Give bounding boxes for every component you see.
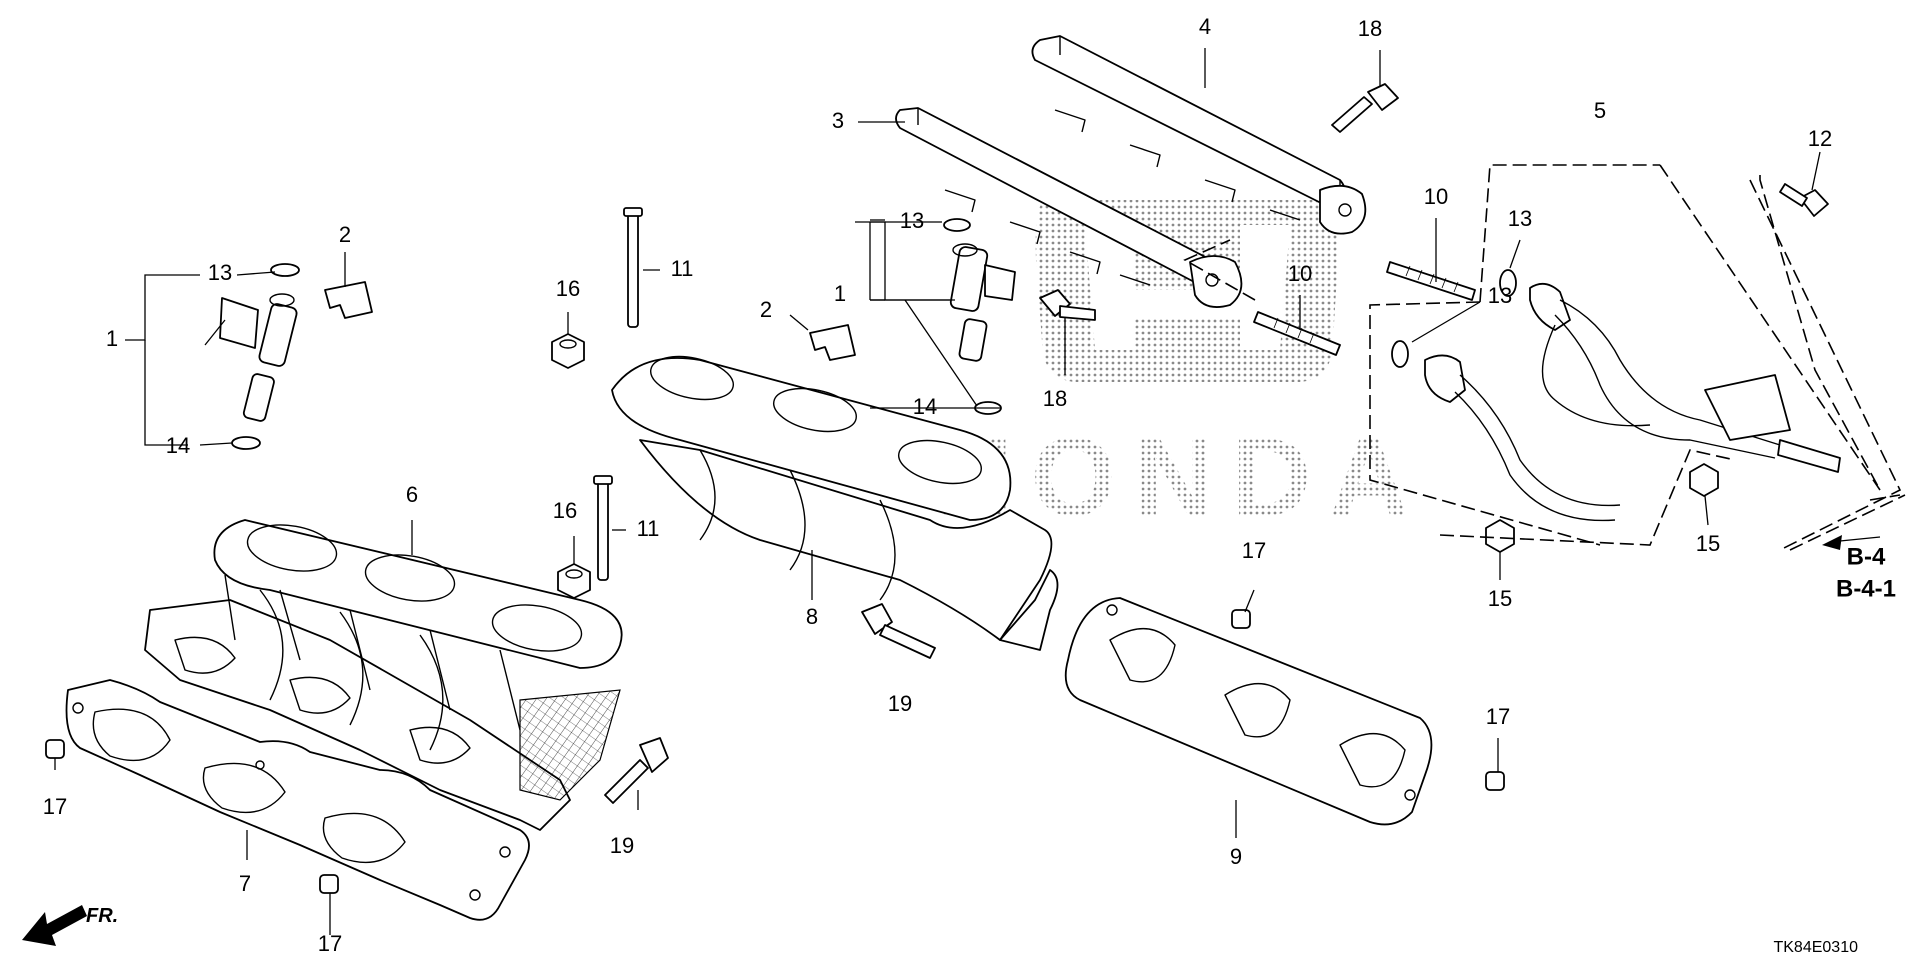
callout-2a: 2	[339, 222, 351, 247]
dowel-17c	[1232, 610, 1250, 628]
leader-lines	[54, 48, 1821, 935]
callout-16b: 16	[553, 498, 577, 523]
diagram-code: TK84E0310	[1773, 939, 1858, 956]
seal-ring-center-13	[944, 219, 970, 231]
callout-5: 5	[1594, 98, 1606, 123]
callout-10a: 10	[1424, 184, 1448, 209]
callout-17d: 17	[1486, 704, 1510, 729]
callout-17c: 17	[1242, 538, 1266, 563]
callout-labels: 1 13 14 2 6 7 17 17 16 16 11 11 19 2 8 3…	[43, 14, 1832, 956]
callout-14b: 14	[913, 394, 937, 419]
callout-9: 9	[1230, 844, 1242, 869]
callout-17b: 17	[318, 931, 342, 956]
callout-16a: 16	[556, 276, 580, 301]
gasket-7	[67, 680, 530, 920]
seal-ring-13d	[1392, 341, 1408, 367]
callout-11b: 11	[637, 516, 660, 541]
callout-19a: 19	[610, 833, 634, 858]
bolt-19a	[605, 738, 668, 803]
bolt-19b	[862, 604, 935, 658]
callout-6: 6	[406, 482, 418, 507]
callout-2b: 2	[760, 297, 772, 322]
fuel-injector-left-1	[220, 294, 298, 422]
callout-13c: 13	[1508, 206, 1532, 231]
ref-link-b4[interactable]: B-4	[1847, 543, 1886, 570]
callout-18a: 18	[1358, 16, 1382, 41]
callout-3: 3	[832, 108, 844, 133]
intake-manifold-lower	[145, 600, 620, 830]
callout-18b: 18	[1043, 386, 1067, 411]
stud-10b	[1254, 312, 1340, 355]
dowel-17a	[46, 740, 64, 758]
stud-10a	[1387, 262, 1475, 300]
bolt-18b	[1040, 290, 1095, 320]
callout-10b: 10	[1288, 261, 1312, 286]
ref-link-b4-1[interactable]: B-4-1	[1836, 575, 1896, 602]
callout-1a: 1	[106, 326, 118, 351]
clip-left-2	[325, 282, 372, 318]
seal-ring-13c	[1500, 270, 1516, 296]
fuel-rail-4	[1032, 36, 1365, 234]
dashed-group-lines	[1183, 164, 1906, 551]
stud-11a	[624, 208, 642, 327]
callout-13d: 13	[1488, 283, 1512, 308]
callout-14a: 14	[166, 433, 190, 458]
callout-13a: 13	[208, 260, 232, 285]
front-direction-label: FR.	[86, 905, 118, 927]
bolt-12	[1780, 184, 1828, 216]
intake-manifold-center-8	[612, 350, 1058, 650]
fuel-rail-3	[896, 108, 1241, 307]
callout-15b: 15	[1696, 531, 1720, 556]
front-direction-arrow	[22, 905, 87, 946]
intake-manifold-upper-6	[214, 519, 621, 750]
callout-1b: 1	[834, 281, 846, 306]
stud-11b	[594, 476, 612, 580]
callout-12: 12	[1808, 126, 1832, 151]
bolt-18a	[1332, 84, 1398, 132]
nut-16a	[552, 334, 584, 368]
reference-arrow	[1822, 535, 1881, 550]
nut-15a	[1486, 520, 1514, 552]
nut-15b	[1690, 464, 1718, 496]
seal-ring-left-13	[271, 264, 299, 276]
callout-11a: 11	[671, 256, 694, 281]
o-ring-left-14	[232, 437, 260, 449]
callout-19b: 19	[888, 691, 912, 716]
callout-7: 7	[239, 871, 251, 896]
clip-center-2	[810, 325, 855, 360]
dowel-17d	[1486, 772, 1504, 790]
fuel-feed-hose-5	[1425, 284, 1840, 521]
callout-15a: 15	[1488, 586, 1512, 611]
callout-4: 4	[1199, 14, 1211, 39]
dowel-17b	[320, 875, 338, 893]
gasket-9	[1066, 598, 1432, 824]
callout-8: 8	[806, 604, 818, 629]
nut-16b	[558, 564, 590, 598]
callout-17a: 17	[43, 794, 67, 819]
callout-13b: 13	[900, 208, 924, 233]
fuel-injector-center-1	[950, 244, 1015, 362]
